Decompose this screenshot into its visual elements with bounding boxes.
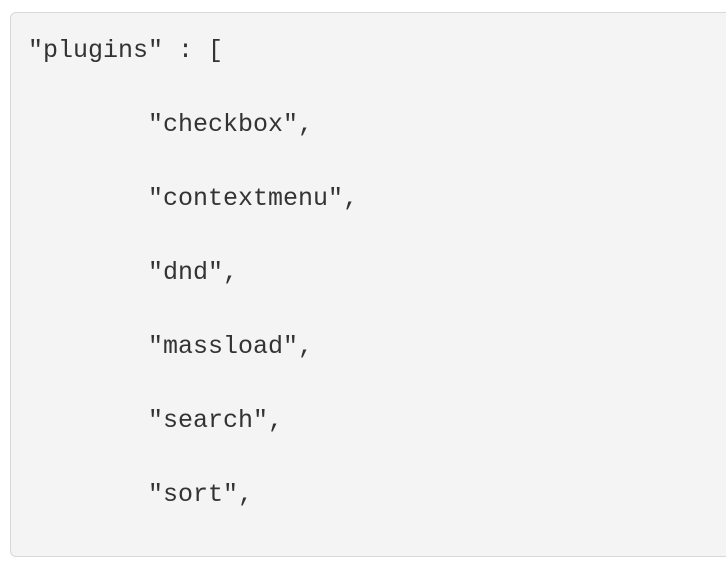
code-token: "state", xyxy=(148,554,268,556)
code-indent xyxy=(28,332,148,361)
code-line: "search", xyxy=(28,403,726,439)
code-block-panel: "plugins" : [ "checkbox", "contextmenu",… xyxy=(10,12,726,557)
code-token: "contextmenu", xyxy=(148,184,359,213)
code-token: "plugins" : [ xyxy=(28,36,224,65)
code-token: "dnd", xyxy=(148,258,239,287)
code-line: "sort", xyxy=(28,477,726,513)
code-indent xyxy=(28,110,148,139)
code-token: "sort", xyxy=(148,480,254,509)
code-indent xyxy=(28,184,148,213)
code-token: "checkbox", xyxy=(148,110,314,139)
code-line: "state", xyxy=(28,551,726,556)
code-token: "massload", xyxy=(148,332,314,361)
code-line: "massload", xyxy=(28,329,726,365)
code-indent xyxy=(28,480,148,509)
code-token: "search", xyxy=(148,406,284,435)
code-block-content[interactable]: "plugins" : [ "checkbox", "contextmenu",… xyxy=(11,13,726,556)
code-line: "dnd", xyxy=(28,255,726,291)
code-indent xyxy=(28,258,148,287)
code-line: "contextmenu", xyxy=(28,181,726,217)
code-lines-container: "plugins" : [ "checkbox", "contextmenu",… xyxy=(28,33,726,556)
code-indent xyxy=(28,554,148,556)
code-line: "checkbox", xyxy=(28,107,726,143)
code-line: "plugins" : [ xyxy=(28,33,726,69)
code-indent xyxy=(28,406,148,435)
